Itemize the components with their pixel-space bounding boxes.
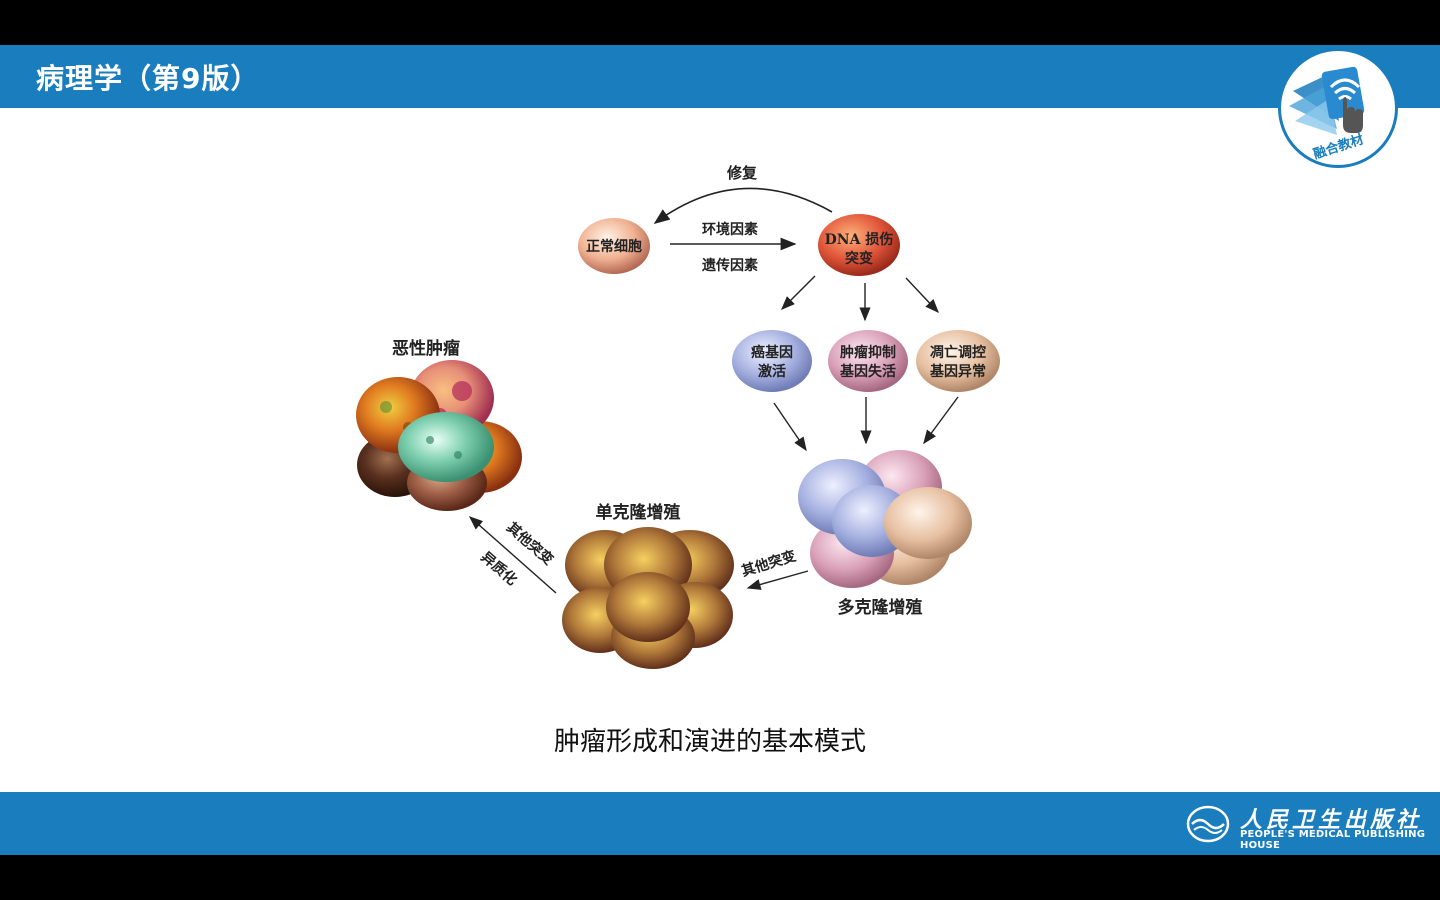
label-other-mutation-2: 其他突变	[503, 519, 556, 569]
suppressor-cell	[828, 330, 908, 392]
publisher-logo-icon	[1186, 804, 1230, 844]
tumor-progression-diagram: 修复 正常细胞 环境因素 遗传因素 DNA 损伤 突变 癌基因 激活 肿瘤抑制 …	[0, 45, 1440, 745]
label-apoptosis-1: 凋亡调控	[930, 344, 986, 361]
label-dna-damage-1: DNA 损伤	[825, 231, 894, 248]
repair-arrow	[655, 188, 832, 223]
slide: 病理学（第9版） 融合教材	[0, 45, 1440, 855]
label-suppressor-1: 肿瘤抑制	[840, 344, 896, 361]
label-oncogene-2: 激活	[758, 363, 786, 380]
apoptosis-cell	[916, 330, 1000, 392]
arrow-to-apoptosis	[906, 278, 938, 312]
label-oncogene-1: 癌基因	[751, 344, 793, 361]
monoclonal-cluster	[562, 527, 734, 669]
figure-caption: 肿瘤形成和演进的基本模式	[0, 721, 1420, 758]
label-dna-damage-2: 突变	[845, 250, 873, 267]
label-genetic-factors: 遗传因素	[701, 257, 758, 274]
arrow-to-oncogene	[782, 276, 815, 309]
oncogene-cell	[732, 330, 812, 392]
malignant-tumor-cluster	[356, 360, 522, 511]
label-malignant: 恶性肿瘤	[392, 338, 460, 359]
label-other-mutation-1: 其他突变	[739, 547, 798, 580]
label-apoptosis-2: 基因异常	[930, 363, 986, 380]
label-env-factors: 环境因素	[702, 221, 758, 238]
polyclonal-cluster	[798, 450, 972, 588]
publisher-name-en: PEOPLE'S MEDICAL PUBLISHING HOUSE	[1240, 829, 1440, 851]
label-heterogeneity: 异质化	[478, 548, 521, 588]
arrow-oncogene-to-poly	[774, 403, 806, 450]
label-monoclonal: 单克隆增殖	[596, 502, 681, 523]
label-suppressor-2: 基因失活	[840, 363, 896, 380]
arrow-apoptosis-to-poly	[924, 397, 958, 443]
label-normal-cell: 正常细胞	[586, 238, 642, 255]
label-repair: 修复	[726, 164, 758, 182]
label-polyclonal: 多克隆增殖	[838, 597, 923, 618]
footer-bar: 人民卫生出版社 PEOPLE'S MEDICAL PUBLISHING HOUS…	[0, 792, 1440, 855]
